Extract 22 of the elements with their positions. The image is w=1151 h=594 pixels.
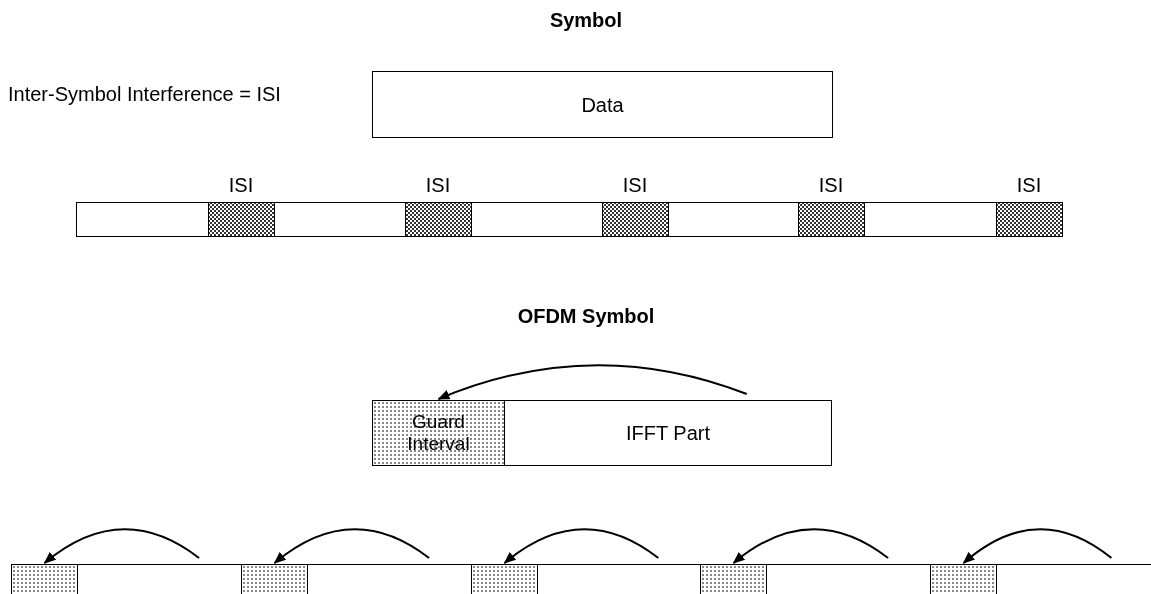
data-box: Data <box>372 71 833 138</box>
guard-interval-segment <box>471 564 538 594</box>
isi-label: ISI <box>1016 173 1042 197</box>
guard-interval-segment <box>241 564 308 594</box>
curved-arrow <box>437 364 748 400</box>
definition-text: Inter-Symbol Interference = ISI <box>8 82 281 106</box>
section-heading: Symbol <box>549 8 623 32</box>
curved-arrow <box>43 528 201 564</box>
guard-interval-segment <box>930 564 997 594</box>
curved-arrow <box>962 528 1113 564</box>
curved-arrow <box>273 528 431 564</box>
guard-interval-segment <box>11 564 78 594</box>
isi-label: ISI <box>622 173 648 197</box>
guard-interval-box: Guard Interval <box>372 400 505 466</box>
isi-label: ISI <box>425 173 451 197</box>
ifft-part-box: IFFT Part <box>504 400 832 466</box>
guard-interval-segment <box>700 564 767 594</box>
isi-label: ISI <box>818 173 844 197</box>
curved-arrow <box>503 528 660 564</box>
section-heading: OFDM Symbol <box>517 304 655 328</box>
isi-label: ISI <box>228 173 254 197</box>
curved-arrow <box>732 528 890 564</box>
